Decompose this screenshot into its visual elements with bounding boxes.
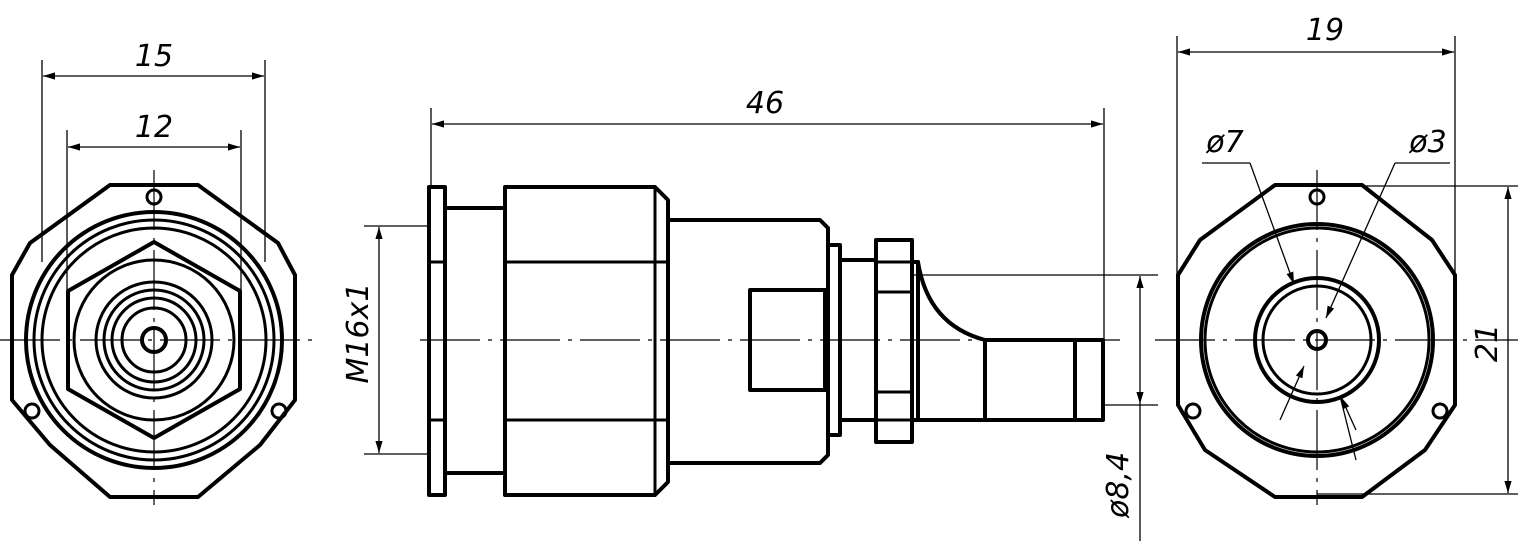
dim-bore3-leader: [1325, 162, 1396, 319]
back-flange-octagon: [1176, 183, 1457, 499]
dim-thread-label: M16x1: [341, 283, 376, 384]
dim-bore7-label: ø7: [1205, 125, 1243, 160]
side-hex-nut: [874, 238, 914, 444]
side-curved-shoulder: [916, 260, 987, 422]
dim-15-label: 15: [135, 39, 173, 74]
dim-21-label: 21: [1470, 324, 1505, 362]
dim-bore3-label: ø3: [1408, 125, 1446, 160]
back-mount-hole-left: [1184, 402, 1202, 420]
side-body: [666, 218, 830, 465]
dim-46-label: 46: [746, 86, 784, 121]
side-coupling-nut: [503, 185, 670, 497]
front-view: 15 12: [0, 39, 320, 505]
side-tail-cable: [983, 338, 1077, 422]
side-tail-tip: [1073, 338, 1105, 422]
dim-bore7-leader: [1249, 162, 1295, 285]
side-view: 46 M16x1 ø8,4: [341, 86, 1158, 541]
front-mount-hole-right: [270, 402, 288, 420]
back-mount-hole-right: [1431, 402, 1449, 420]
dim-tail-label: ø8,4: [1101, 452, 1136, 519]
side-flange-plate: [427, 185, 447, 497]
dim-19-label: 19: [1306, 13, 1344, 48]
back-view: 19 21 ø7 ø3: [1155, 13, 1518, 505]
front-mount-hole-left: [23, 402, 41, 420]
front-flange-octagon: [10, 183, 297, 499]
dim-12-label: 12: [135, 110, 173, 145]
